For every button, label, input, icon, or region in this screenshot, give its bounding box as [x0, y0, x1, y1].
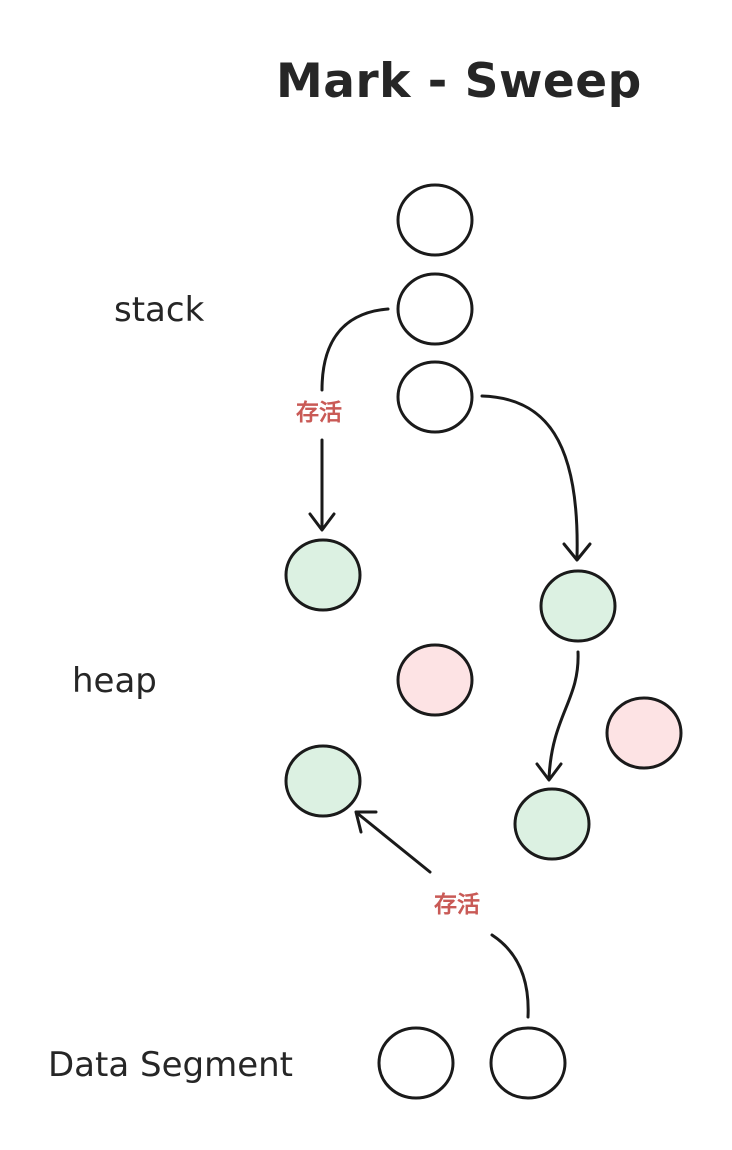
- edge-label-alive-stack: 存活: [292, 401, 346, 426]
- edge-label-alive-data: 存活: [430, 893, 484, 918]
- edge-stack3-to-heap-live2: [480, 394, 592, 562]
- diagram-title: Mark - Sweep: [276, 54, 642, 109]
- edge-heap-live2-to-heap-live4: [535, 650, 580, 782]
- stack-node-3: [396, 360, 474, 434]
- edge-stack2-to-heap-live1: [308, 307, 390, 532]
- edge-data2-to-heap-live3: [354, 810, 530, 1019]
- heap-node-live-3: [284, 744, 362, 818]
- heap-node-dead-1: [396, 643, 474, 717]
- data-node-2: [489, 1026, 567, 1100]
- heap-region-label: heap: [72, 661, 157, 701]
- heap-node-live-1: [284, 538, 362, 612]
- stack-region-label: stack: [114, 290, 205, 330]
- data-segment-region-label: Data Segment: [48, 1045, 293, 1085]
- heap-node-dead-2: [605, 696, 683, 770]
- heap-node-live-4: [513, 787, 591, 861]
- stack-node-1: [396, 183, 474, 257]
- stack-node-2: [396, 272, 474, 346]
- data-node-1: [377, 1026, 455, 1100]
- heap-node-live-2: [539, 569, 617, 643]
